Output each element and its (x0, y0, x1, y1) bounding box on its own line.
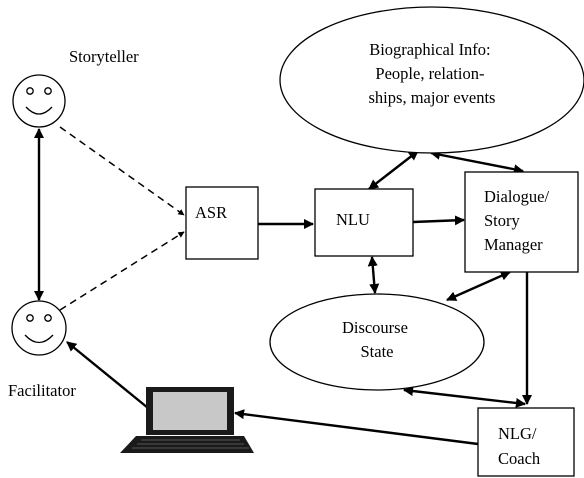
biographical-info-line: ships, major events (369, 88, 496, 107)
facilitator-face-icon (11, 300, 67, 356)
dialogue-manager-box (464, 171, 579, 273)
edge-dialogue-manager-discourse-state (446, 270, 511, 302)
nlg-coach-label: NLG/ Coach (498, 424, 541, 468)
edge-nlg-to-laptop (234, 409, 479, 446)
facilitator-label: Facilitator (8, 381, 76, 400)
dialogue-manager-line: Story (484, 211, 521, 230)
nlg-coach-node: NLG/ Coach (477, 407, 575, 477)
storyteller-face-icon (12, 74, 66, 128)
discourse-state-line: State (361, 342, 394, 361)
asr-label: ASR (195, 203, 227, 222)
nlu-label: NLU (336, 210, 370, 229)
storyteller-label: Storyteller (69, 47, 139, 66)
edge-biographical-info-dialogue-manager (430, 149, 524, 175)
laptop-screen (153, 392, 227, 430)
discourse-state-node: Discourse State (269, 293, 485, 391)
edge-storyteller-to-asr (59, 126, 185, 216)
dialogue-manager-line: Manager (484, 235, 543, 254)
biographical-info-line: People, relation- (375, 64, 484, 83)
facilitator-smile (24, 334, 54, 344)
laptop-keyboard (120, 436, 254, 453)
asr-box (185, 186, 259, 260)
edge-facilitator-to-asr (59, 231, 185, 311)
laptop-keys (132, 439, 249, 449)
storyteller-node: Storyteller (12, 47, 139, 128)
biographical-info-line: Biographical Info: (369, 40, 490, 59)
discourse-state-line: Discourse (342, 318, 408, 337)
storyteller-eye (44, 87, 52, 95)
biographical-info-label: Biographical Info: People, relation- shi… (369, 40, 496, 107)
asr-node: ASR (185, 186, 259, 260)
edge-laptop-to-facilitator (66, 341, 149, 409)
laptop-icon (120, 387, 254, 453)
nlu-box (314, 188, 414, 257)
facilitator-eye (44, 314, 52, 322)
nlg-coach-line: Coach (498, 449, 541, 468)
facilitator-eye (26, 314, 34, 322)
nlg-coach-box (477, 407, 575, 477)
dialogue-manager-node: Dialogue/ Story Manager (464, 171, 579, 273)
dialogue-manager-line: Dialogue/ (484, 187, 549, 206)
storyteller-eye (26, 87, 34, 95)
dialogue-manager-label: Dialogue/ Story Manager (484, 187, 553, 254)
biographical-info-ellipse (279, 6, 584, 154)
nlg-coach-line: NLG/ (498, 424, 537, 443)
edge-nlu-to-dialogue-manager (412, 215, 466, 226)
nlu-node: NLU (314, 188, 414, 257)
facilitator-node: Facilitator (8, 300, 76, 400)
storyteller-smile (25, 106, 53, 115)
edge-discourse-state-nlg (402, 386, 527, 408)
edges (33, 126, 533, 446)
discourse-state-label: Discourse State (342, 318, 412, 361)
edge-nlu-discourse-state (367, 255, 380, 295)
biographical-info-node: Biographical Info: People, relation- shi… (279, 6, 584, 154)
discourse-state-ellipse (269, 293, 485, 391)
edge-nlu-biographical-info (368, 150, 419, 190)
